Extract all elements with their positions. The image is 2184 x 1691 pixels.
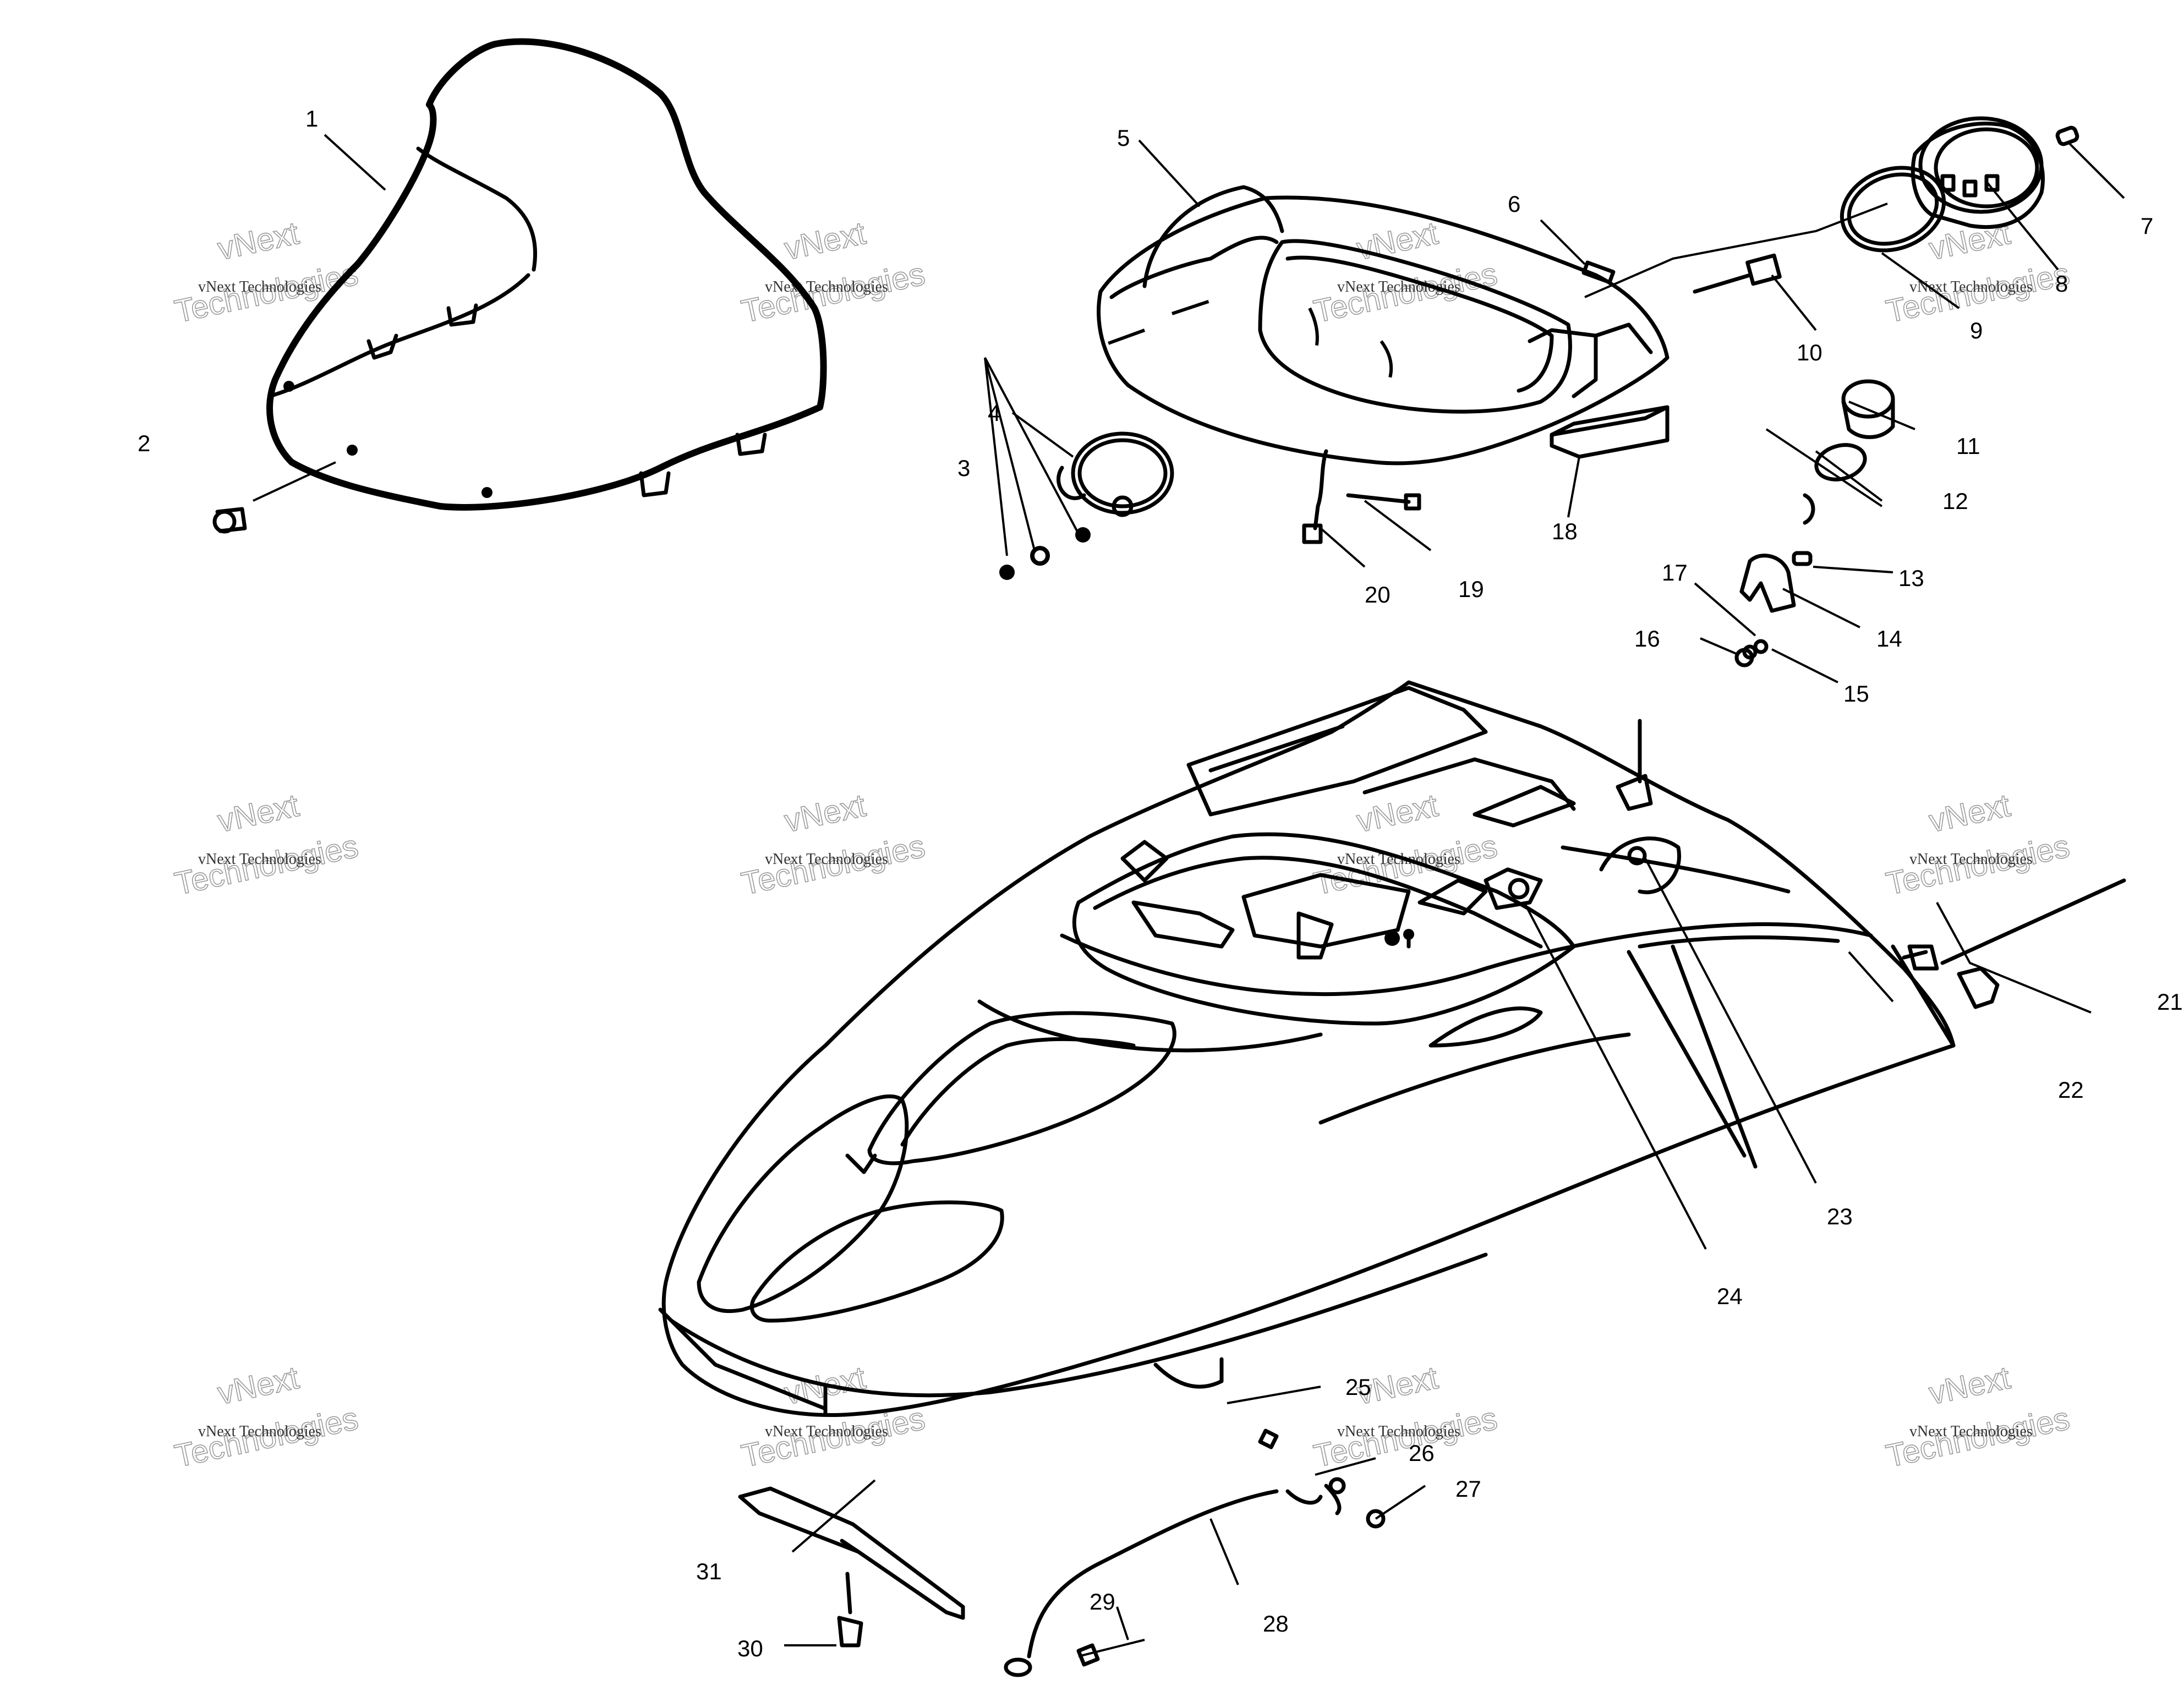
callout-31: 31 xyxy=(696,1558,722,1584)
callout-12: 12 xyxy=(1942,488,1968,514)
watermark-text: vNext Technologies xyxy=(1337,1423,1460,1440)
watermark-text: vNext Technologies xyxy=(198,1423,321,1440)
watermark-text: vNext Technologies xyxy=(765,1423,888,1440)
leader-lines xyxy=(324,134,2125,1657)
watermark-vnext-outline: vNext xyxy=(215,215,302,267)
callout-19: 19 xyxy=(1458,576,1484,602)
callout-11: 11 xyxy=(1956,433,1980,459)
callout-24: 24 xyxy=(1717,1283,1743,1309)
callout-26: 26 xyxy=(1409,1440,1435,1466)
callout-4: 4 xyxy=(988,400,1000,426)
callout-21: 21 xyxy=(2157,989,2183,1015)
watermark-vnext-outline: vNext xyxy=(781,787,869,839)
watermark-vnext-outline: vNext xyxy=(215,1360,302,1411)
side-bracket-part xyxy=(1902,878,2126,1009)
watermark-text: vNext Technologies xyxy=(1337,851,1460,868)
watermark-text: vNext Technologies xyxy=(198,851,321,868)
callout-15: 15 xyxy=(1843,681,1869,707)
watermark-text: vNext Technologies xyxy=(765,851,888,868)
callout-1: 1 xyxy=(305,106,318,132)
hood-part xyxy=(658,680,1956,1418)
watermark-text: vNext Technologies xyxy=(198,278,321,295)
callout-17: 17 xyxy=(1662,560,1688,585)
callout-23: 23 xyxy=(1827,1203,1853,1229)
callout-20: 20 xyxy=(1365,582,1391,608)
windshield-part xyxy=(266,38,827,511)
watermark-vnext-outline: vNext xyxy=(1926,1360,2013,1411)
speedometer-part xyxy=(1911,116,2045,229)
callout-5: 5 xyxy=(1117,125,1130,151)
connector-part xyxy=(1693,253,1782,294)
watermark-vnext-outline: vNext xyxy=(1926,787,2013,839)
callout-30: 30 xyxy=(737,1635,763,1661)
callout-22: 22 xyxy=(2058,1077,2084,1103)
watermark-text: vNext Technologies xyxy=(1337,278,1460,295)
callout-13: 13 xyxy=(1898,565,1924,591)
clip-hardware-part xyxy=(1734,493,1815,667)
callout-8: 8 xyxy=(2055,271,2068,297)
callout-2: 2 xyxy=(138,430,150,456)
watermark-vnext-outline: vNext xyxy=(215,787,302,839)
callout-3: 3 xyxy=(957,455,970,481)
bolt-wire-part xyxy=(1302,449,1421,544)
gauge-bracket-part xyxy=(1057,431,1174,517)
watermark-text: vNext Technologies xyxy=(765,278,888,295)
seal-ring-part xyxy=(1840,166,1946,253)
callout-6: 6 xyxy=(1508,191,1520,217)
cap-part xyxy=(2055,125,2079,146)
bulb-part xyxy=(1581,260,1616,284)
dash-panel-part xyxy=(1083,185,1670,466)
callout-29: 29 xyxy=(1090,1589,1115,1615)
callout-16: 16 xyxy=(1634,626,1660,652)
callouts: 1 2 3 4 5 6 7 8 9 10 11 12 13 14 15 16 1… xyxy=(138,106,2183,1661)
foam-block-part xyxy=(1550,405,1670,459)
tether-part xyxy=(1004,1429,1386,1677)
push-rivet-part xyxy=(212,461,336,534)
callout-7: 7 xyxy=(2141,213,2153,239)
watermark-text: vNext Technologies xyxy=(1909,851,2033,868)
callout-28: 28 xyxy=(1263,1611,1289,1637)
callout-18: 18 xyxy=(1552,518,1578,544)
watermark-text: vNext Technologies xyxy=(1909,1423,2033,1440)
callout-27: 27 xyxy=(1455,1476,1481,1502)
nuts-part xyxy=(999,527,1091,580)
indicator-light-part xyxy=(1814,379,1895,481)
callout-25: 25 xyxy=(1345,1374,1371,1400)
callout-10: 10 xyxy=(1797,340,1822,365)
callout-9: 9 xyxy=(1970,318,1983,343)
watermark-vnext-outline: vNext xyxy=(781,215,869,267)
skid-plate-part xyxy=(738,1486,965,1648)
watermark-vnext-outline: vNext xyxy=(1354,787,1441,839)
callout-14: 14 xyxy=(1876,626,1902,652)
